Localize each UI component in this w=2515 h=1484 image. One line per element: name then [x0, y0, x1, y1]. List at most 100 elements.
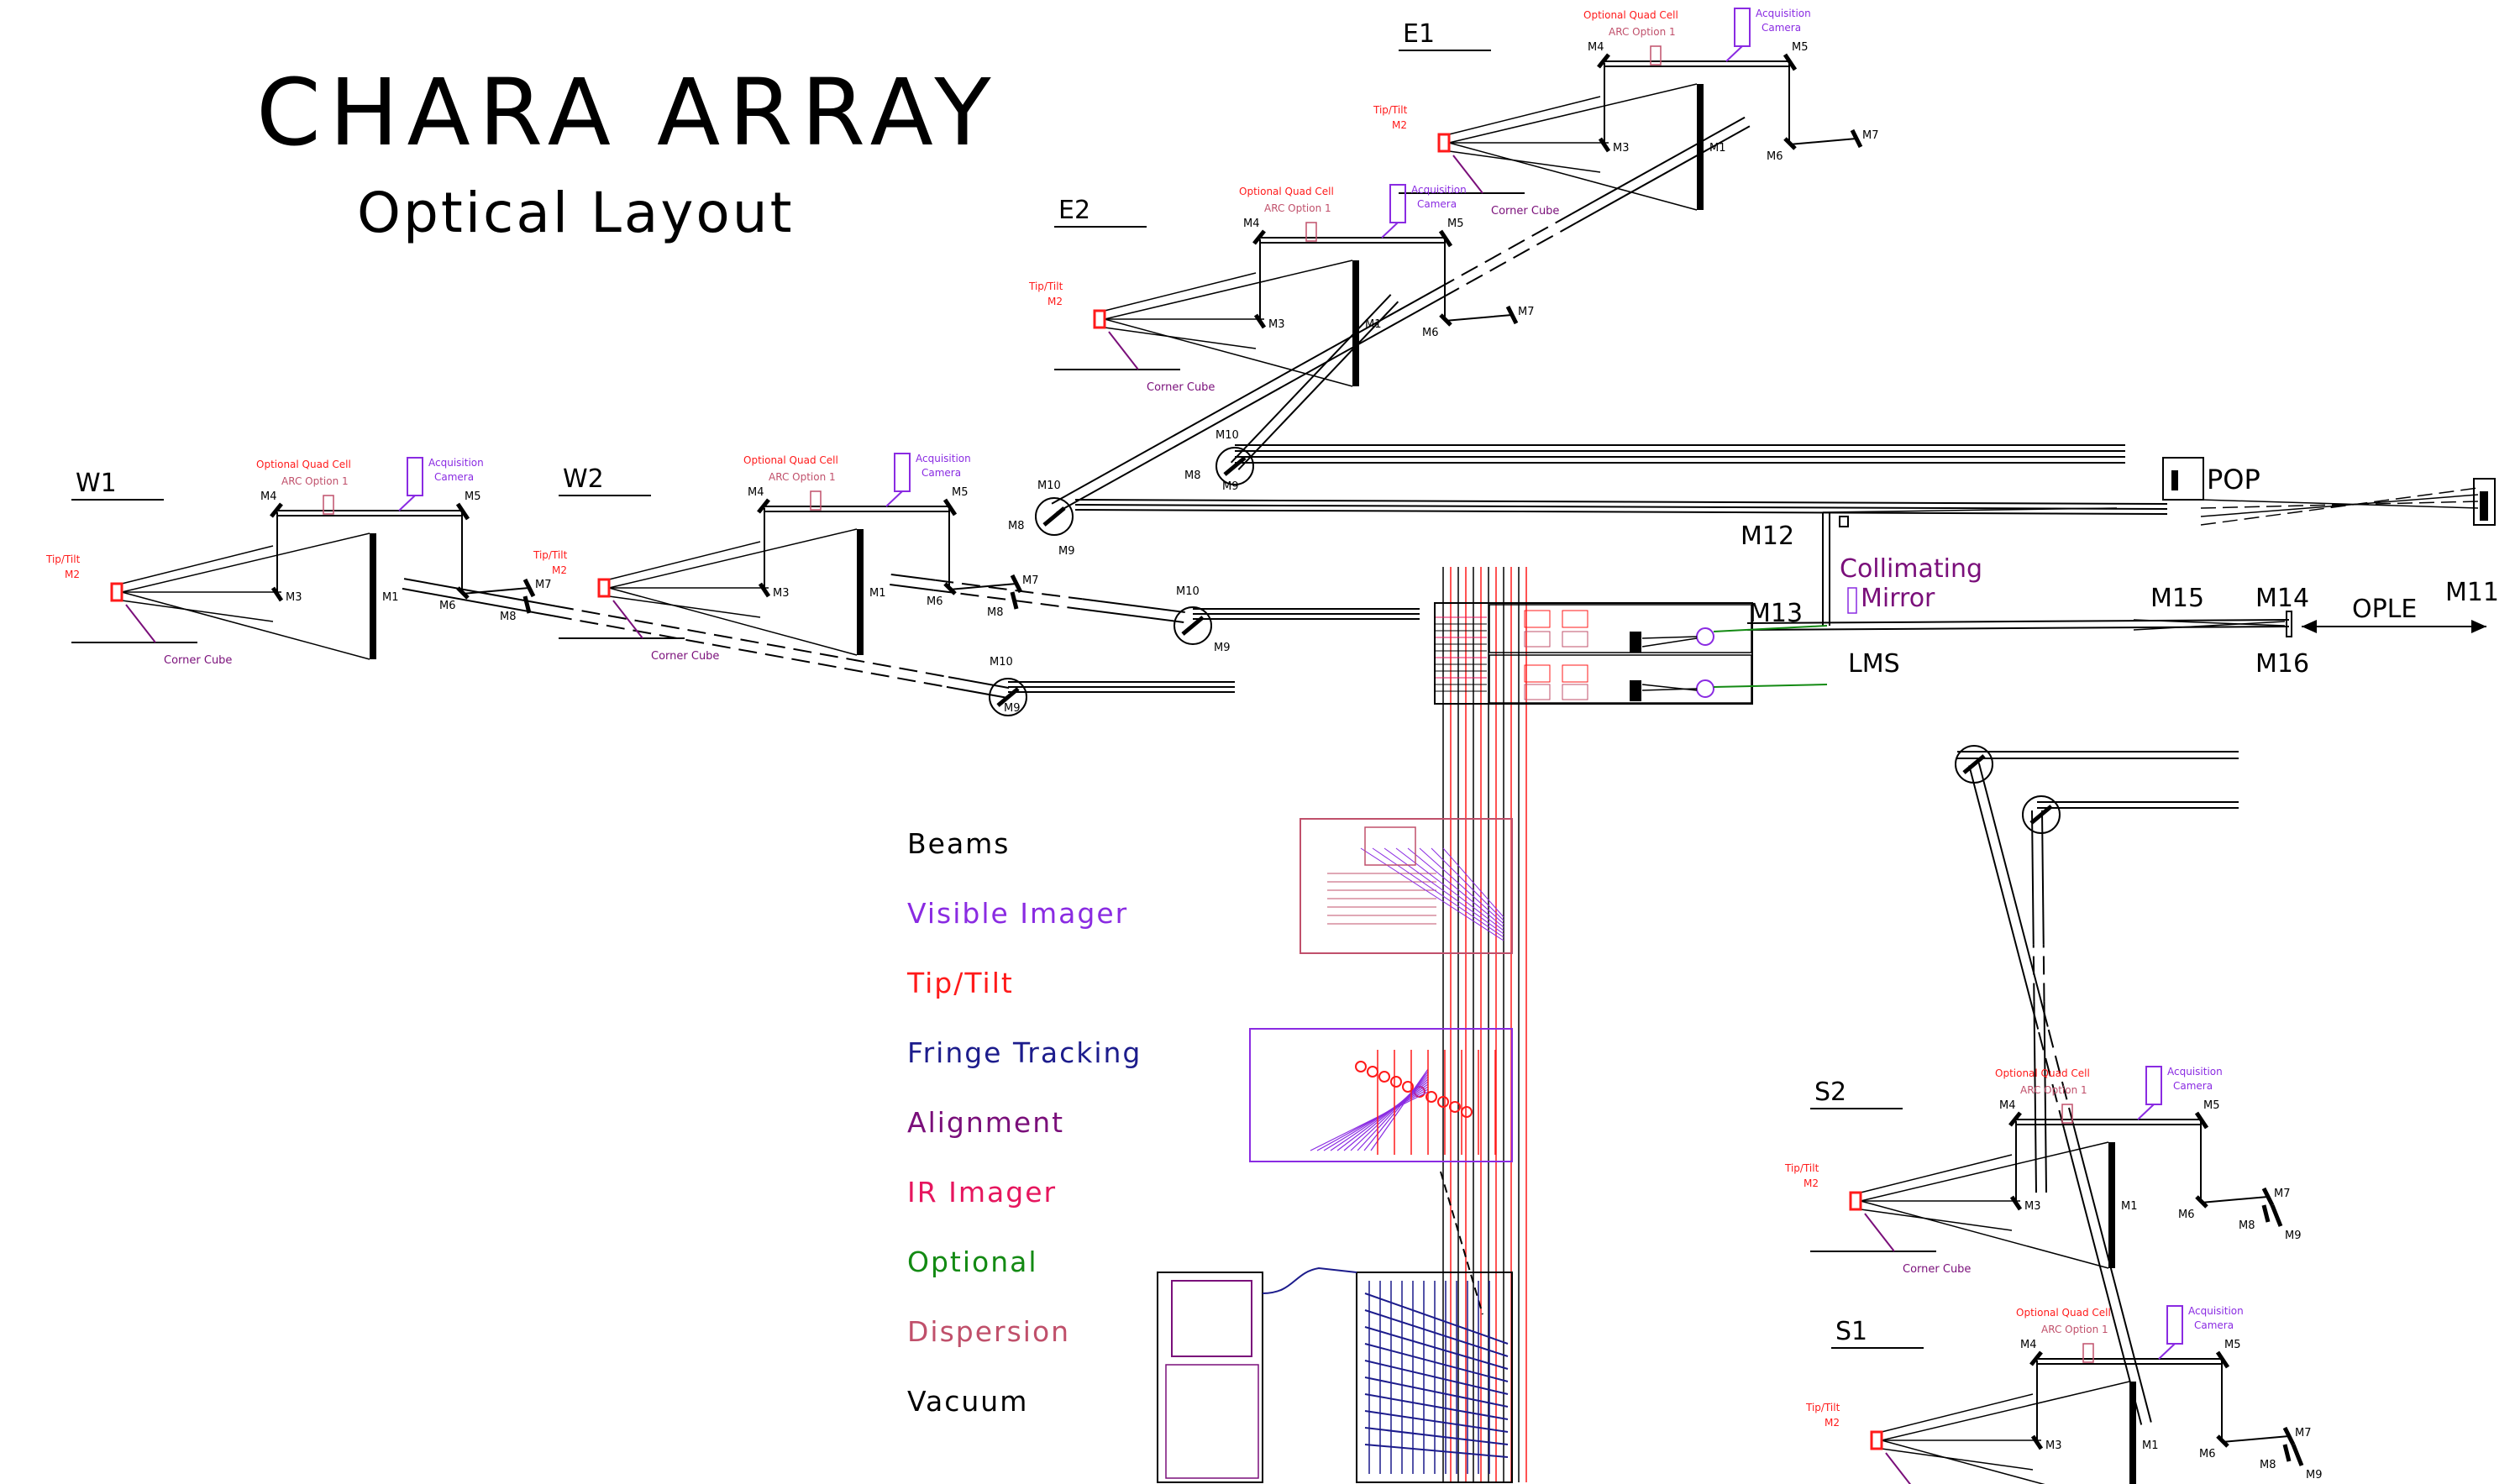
- beam-line: [608, 541, 761, 580]
- label-turning-mirror: M10: [1037, 480, 1061, 492]
- mirror-m8: [2261, 1204, 2271, 1223]
- e1-light-pipe: [1453, 212, 1573, 281]
- label-acquisition: Acquisition: [2188, 1305, 2244, 1317]
- mirror-m5: [1783, 53, 1798, 71]
- fringe-beam: [1364, 1326, 1509, 1370]
- label-camera: Camera: [2173, 1080, 2213, 1092]
- acquisition-pointer: [1725, 45, 1743, 62]
- label-m6: M6: [1422, 327, 1439, 339]
- mirror-m3: [2009, 1195, 2023, 1211]
- label-turning-mirror: M10: [990, 656, 1013, 669]
- legend-item-tiptilt: Tip/Tilt: [907, 967, 1014, 999]
- optional-beam: [1713, 625, 1828, 632]
- beam-line: [1444, 314, 1513, 322]
- w2-light-pipe: [933, 589, 1081, 611]
- label-m9: M9: [2285, 1230, 2302, 1242]
- optional-beam: [1713, 684, 1828, 688]
- e1-light-pipe: [1051, 279, 1455, 505]
- label-arc-option: ARC Option 1: [1264, 202, 1331, 214]
- fringe-beam: [1364, 1377, 1509, 1408]
- s1-light-pipe: [2072, 1125, 2152, 1423]
- label-m1: M1: [869, 587, 886, 600]
- beam-line: [2200, 487, 2479, 526]
- tiptilt-m2-block: [1093, 309, 1106, 329]
- label-m7: M7: [1022, 574, 1039, 587]
- m11-box: [2473, 478, 2496, 526]
- s2-light-pipe: [2032, 944, 2035, 1002]
- tiptilt-sensor: [1390, 1076, 1402, 1088]
- label-m2: M2: [65, 569, 80, 580]
- corner-cube-pointer: [1885, 1452, 1912, 1484]
- fringe-beam: [1364, 1410, 1509, 1433]
- mirror-m3: [1253, 313, 1267, 329]
- diagram-title: CHARA ARRAY: [256, 59, 1000, 166]
- beam-line: [1881, 1393, 2034, 1433]
- alignment-beam: [1350, 1076, 1429, 1151]
- label-m7: M7: [1862, 129, 1879, 142]
- mirror-m4: [2008, 1111, 2022, 1127]
- label-corner-cube: Corner Cube: [164, 654, 232, 667]
- acquisition-camera-box: [1734, 8, 1751, 47]
- mirror-m7: [1850, 128, 1863, 149]
- mirror-m3: [758, 582, 771, 598]
- fringe-beam: [1364, 1393, 1509, 1420]
- label-m4: M4: [2020, 1339, 2037, 1351]
- mirror-m5: [942, 498, 958, 517]
- label-turning-mirror: M10: [1215, 429, 1239, 442]
- tiptilt-m2-block: [1849, 1191, 1862, 1211]
- fiber-link: [1262, 1266, 1357, 1294]
- beam-line: [1074, 504, 2168, 510]
- label-m6: M6: [2178, 1209, 2195, 1221]
- s1-light-pipe: [1968, 765, 2040, 1030]
- label-m4: M4: [1999, 1099, 2016, 1112]
- label-turning-mirror: M9: [1214, 642, 1231, 654]
- mirror-m5: [1438, 229, 1453, 248]
- beam-line: [1860, 1209, 2013, 1231]
- beam-line: [2221, 1435, 2290, 1443]
- label-tiptilt: Tip/Tilt: [1784, 1162, 1819, 1174]
- label-tiptilt: Tip/Tilt: [1805, 1402, 1840, 1413]
- combiner-element: [1562, 610, 1588, 628]
- turning-mirror-s2: [2022, 795, 2061, 834]
- label-m6: M6: [927, 595, 943, 608]
- label-m4: M4: [1588, 41, 1604, 54]
- legend-item-fringe-tracking: Fringe Tracking: [907, 1036, 1142, 1069]
- acquisition-pointer: [398, 495, 416, 511]
- turning-mirror-w2: [1173, 606, 1212, 645]
- visible-beam: [1395, 847, 1504, 931]
- label-m5: M5: [952, 486, 969, 499]
- label-m5: M5: [465, 490, 481, 503]
- mirror-m7: [2261, 1187, 2275, 1207]
- legend-item-ir-imager: IR Imager: [907, 1176, 1058, 1209]
- label-m5: M5: [2203, 1099, 2220, 1112]
- beam-line: [608, 595, 761, 618]
- legend-item-visible-imager: Visible Imager: [907, 897, 1129, 930]
- mirror-m12: [1839, 516, 1849, 527]
- label-m14: M14: [2255, 584, 2309, 613]
- label-m6: M6: [1767, 150, 1783, 163]
- tiptilt-m2-block: [1870, 1430, 1883, 1450]
- combiner-element: [1524, 684, 1551, 700]
- acquisition-camera-box: [2145, 1066, 2162, 1105]
- combiner-lens: [1696, 627, 1714, 646]
- label-camera: Camera: [1417, 198, 1457, 210]
- e1-light-pipe: [1571, 116, 1746, 215]
- acquisition-pointer: [1381, 222, 1399, 239]
- beam-line: [1881, 1381, 2130, 1441]
- visible-beam: [1442, 847, 1504, 918]
- mirror-m9: [2291, 1444, 2304, 1466]
- e2-light-pipe: [1237, 301, 1399, 470]
- w2-light-pipe: [890, 583, 934, 591]
- primary-mirror-m1: [857, 529, 864, 655]
- alignment-beam: [1370, 1068, 1429, 1151]
- alignment-beam: [1343, 1078, 1429, 1151]
- combiner-lens: [1696, 679, 1714, 698]
- beam-line: [608, 528, 858, 589]
- turning-mirror-e2: [1215, 447, 1254, 485]
- label-m1: M1: [2142, 1439, 2159, 1452]
- mirror-m8: [2282, 1444, 2292, 1462]
- pop-box: [2162, 457, 2204, 501]
